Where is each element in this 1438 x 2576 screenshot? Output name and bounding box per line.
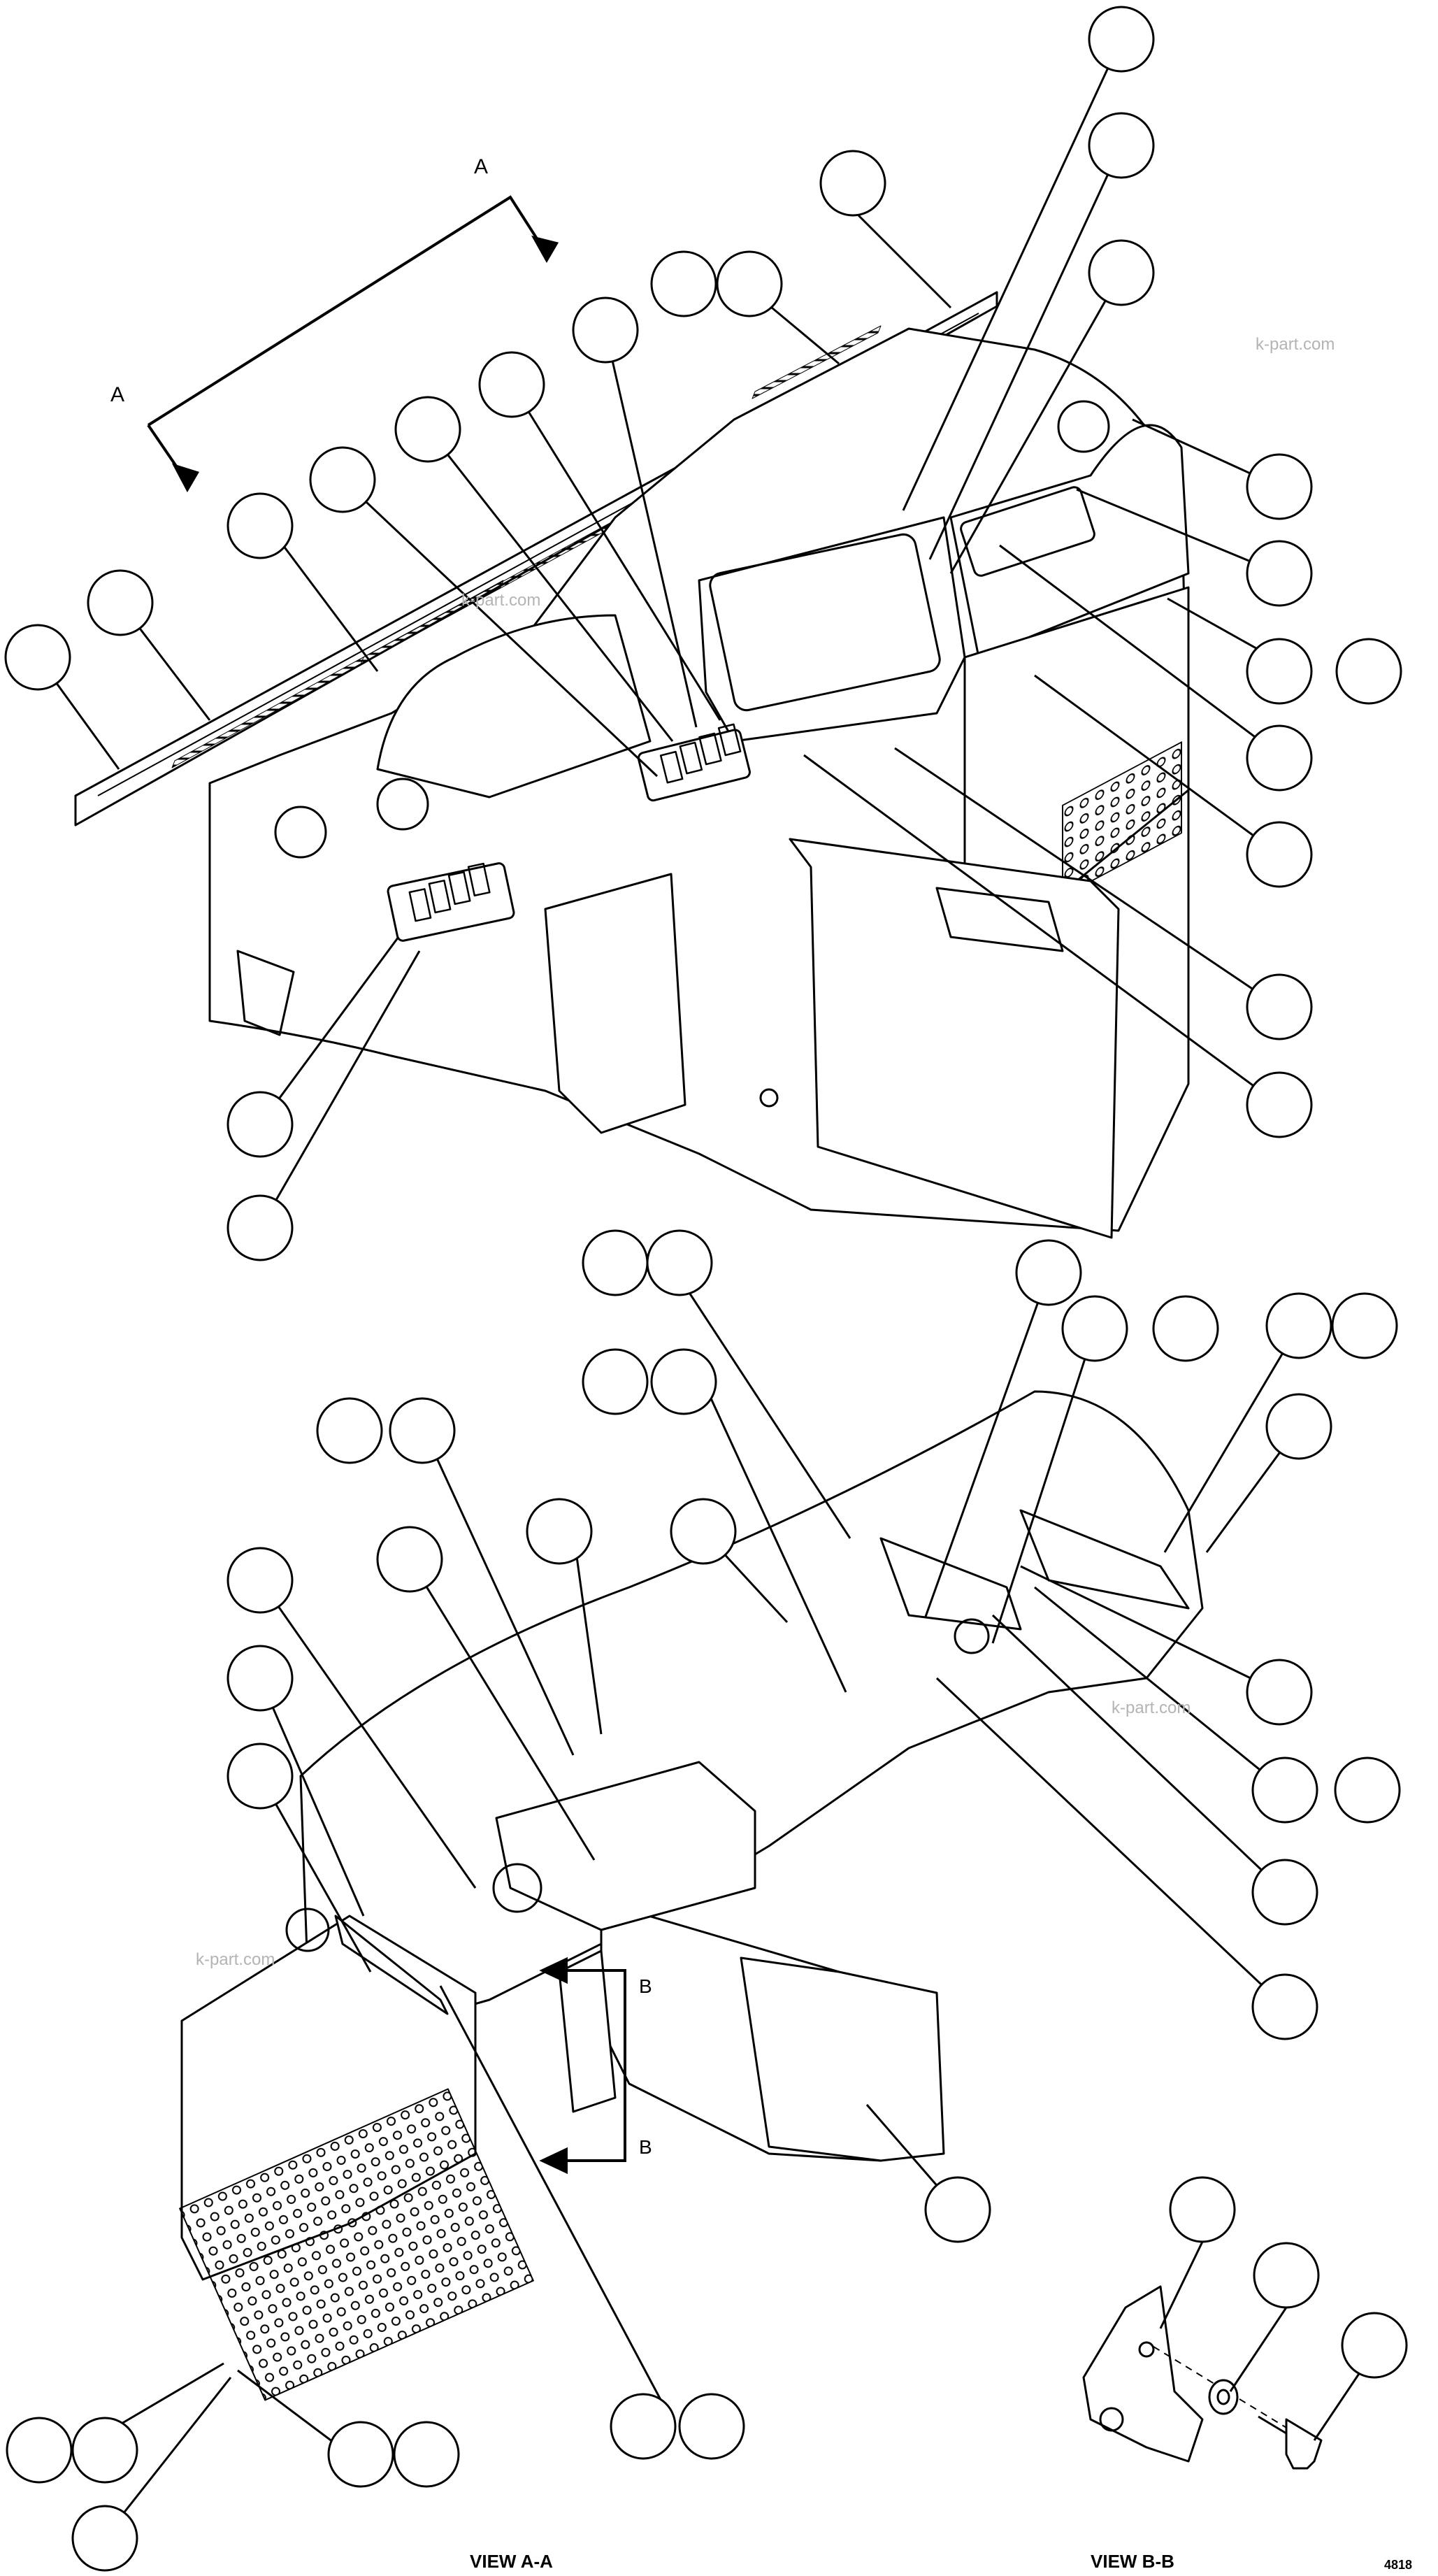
- center-display-screen: [709, 533, 941, 712]
- left-gauge-opening-2: [274, 806, 327, 859]
- bolt: [1285, 2418, 1323, 2470]
- section-marker-top: A: [474, 155, 488, 178]
- right-arm-bracket: [1019, 1509, 1190, 1610]
- mount-plate-hole: [1138, 2341, 1155, 2358]
- view-aa-label: VIEW A-A: [470, 2551, 553, 2572]
- center-display-panel: [698, 516, 966, 743]
- left-vertical-bracket: [334, 1915, 449, 2015]
- assembly-axis: [1153, 2346, 1301, 2437]
- left-instrument-hood: [376, 614, 652, 799]
- watermark-top-right: k-part.com: [1256, 335, 1335, 354]
- detail-marker-bottom: B: [639, 2136, 652, 2158]
- callout-circles-bottom: [6, 1229, 1401, 2572]
- dashboard-assembly: [74, 291, 1190, 1239]
- drawing-number: 4818: [1384, 2558, 1412, 2572]
- right-mount-hole: [954, 1618, 990, 1654]
- right-gauge-opening: [1057, 400, 1110, 453]
- view-bb-detail: [1082, 2285, 1323, 2470]
- left-lower-bracket: [236, 950, 295, 1036]
- section-b-indicator: [539, 1956, 626, 2175]
- center-hole: [492, 1863, 542, 1913]
- section-a-indicator: [147, 195, 559, 493]
- callout-circles-top: [4, 6, 1402, 1261]
- view-bb-label: VIEW B-B: [1091, 2551, 1174, 2572]
- leader-lines-top: [36, 38, 1280, 1229]
- watermark-mid-right: k-part.com: [1112, 1698, 1191, 1717]
- left-switches: [408, 862, 491, 922]
- right-display-opening: [960, 486, 1095, 577]
- leader-lines-bottom: [103, 1262, 1300, 2538]
- watermark-top-left: k-part.com: [461, 591, 540, 610]
- center-switch-panel: [637, 729, 751, 802]
- washer: [1208, 2379, 1239, 2415]
- watermark-mid-left: k-part.com: [196, 1950, 275, 1969]
- mount-plate-hole-2: [1099, 2407, 1124, 2432]
- console-side-panel: [544, 873, 686, 1134]
- washer-hole: [1216, 2389, 1230, 2405]
- perforated-side-panel: [179, 2088, 534, 2401]
- mount-plate: [1082, 2285, 1204, 2463]
- callout-circles-bb: [1169, 2176, 1408, 2379]
- view-aa-assembly: [179, 1390, 1204, 2401]
- left-switch-panel: [387, 862, 515, 942]
- console-hole: [759, 1088, 779, 1108]
- section-marker-left: A: [110, 383, 124, 406]
- detail-marker-top: B: [639, 1975, 652, 1997]
- duct-assembly: [740, 1956, 945, 2162]
- right-perforated-panel: [1062, 741, 1182, 897]
- frame-bracket: [558, 1949, 617, 2113]
- right-mount-bracket: [879, 1537, 1022, 1631]
- left-gauge-opening: [376, 778, 429, 831]
- center-switches: [659, 723, 742, 784]
- console-tray: [935, 887, 1064, 952]
- left-gauge-hole: [285, 1908, 330, 1952]
